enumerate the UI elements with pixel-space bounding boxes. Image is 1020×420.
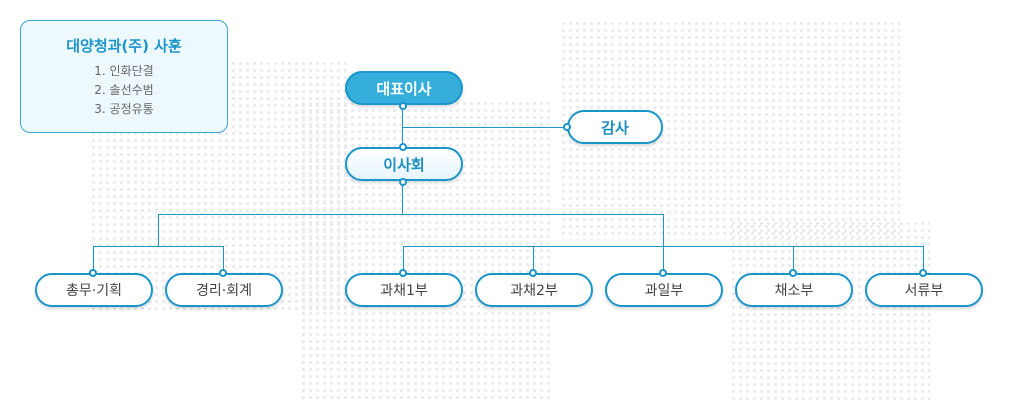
connector [93, 246, 224, 247]
motto-item: 3. 공정유통 [94, 102, 154, 116]
connector [403, 246, 404, 272]
node-board: 이사회 [345, 147, 463, 181]
motto-item: 1. 인화단결 [94, 64, 154, 78]
connector [663, 246, 664, 272]
node-dept-potato: 서류부 [865, 273, 983, 307]
node-dept-fruit: 과일부 [605, 273, 723, 307]
connector [223, 246, 224, 272]
connector-dot [219, 269, 227, 277]
node-auditor: 감사 [567, 110, 663, 144]
connector [403, 127, 566, 128]
node-dept-general-planning: 총무·기획 [35, 273, 153, 307]
connector [793, 246, 794, 272]
connector [158, 214, 159, 246]
connector-dot [919, 269, 927, 277]
node-dept-vegetable: 채소부 [735, 273, 853, 307]
connector-dot [659, 269, 667, 277]
connector-dot [89, 269, 97, 277]
node-dept-accounting: 경리·회계 [165, 273, 283, 307]
node-dept-produce-2: 과채2부 [475, 273, 593, 307]
world-map-background [730, 220, 930, 400]
node-dept-produce-1: 과채1부 [345, 273, 463, 307]
company-motto-box: 대양청과(주) 사훈 1. 인화단결 2. 솔선수범 3. 공정유통 [20, 20, 228, 133]
motto-item: 2. 솔선수범 [94, 83, 154, 97]
connector [158, 214, 664, 215]
node-ceo: 대표이사 [345, 71, 463, 105]
connector-dot [399, 269, 407, 277]
connector-dot [399, 102, 407, 110]
world-map-background [300, 100, 550, 400]
connector [663, 214, 664, 246]
connector [93, 246, 94, 272]
connector-dot [399, 143, 407, 151]
connector [533, 246, 534, 272]
connector [923, 246, 924, 272]
connector-dot [399, 178, 407, 186]
connector-dot [529, 269, 537, 277]
motto-title: 대양청과(주) 사훈 [66, 37, 182, 55]
connector-dot [563, 123, 571, 131]
connector-dot [789, 269, 797, 277]
